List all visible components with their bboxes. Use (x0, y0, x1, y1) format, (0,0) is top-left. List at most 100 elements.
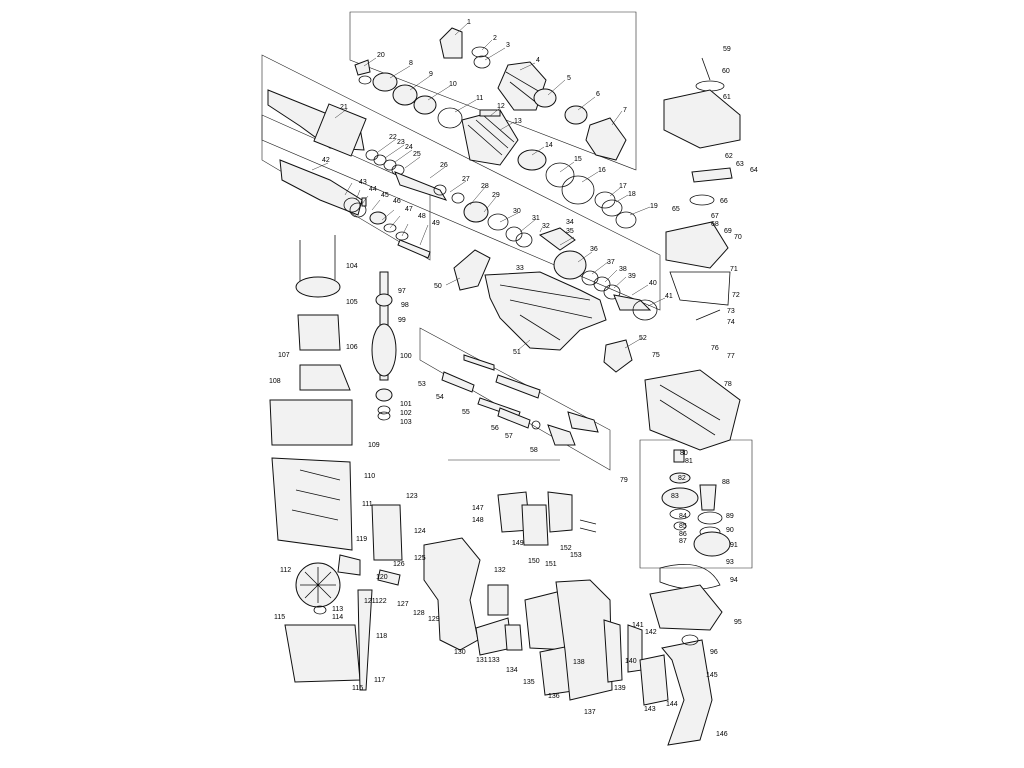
part-number-label: 140 (625, 658, 637, 665)
part-number-label: 19 (650, 203, 658, 210)
part-number-label: 99 (398, 317, 406, 324)
part-number-label: 86 (679, 531, 687, 538)
switch-parts (497, 491, 597, 546)
part-number-label: 150 (528, 558, 540, 565)
part-number-label: 28 (481, 183, 489, 190)
part-number-label: 124 (414, 528, 426, 535)
part-number-label: 35 (566, 228, 574, 235)
part-number-label: 130 (454, 649, 466, 656)
gear-parts (649, 449, 731, 646)
part-number-label: 73 (727, 308, 735, 315)
part-number-label: 3 (506, 42, 510, 49)
part-number-label: 151 (545, 561, 557, 568)
part-number-label: 66 (720, 198, 728, 205)
part-number-label: 18 (628, 191, 636, 198)
part-number-label: 139 (614, 685, 626, 692)
part-number-label: 136 (548, 693, 560, 700)
part-number-label: 111 (362, 501, 373, 508)
part-number-label: 68 (711, 221, 719, 228)
part-number-label: 117 (374, 677, 385, 684)
part-number-label: 89 (726, 513, 734, 520)
part-number-label: 60 (722, 68, 730, 75)
assembly-frames (261, 11, 753, 569)
part-number-label: 31 (532, 215, 540, 222)
part-number-label: 126 (393, 561, 405, 568)
part-number-label: 152 (560, 545, 572, 552)
part-number-label: 77 (727, 353, 735, 360)
lower-housing-parts (284, 504, 403, 691)
part-number-label: 61 (723, 94, 731, 101)
part-number-label: 121 (364, 598, 376, 605)
part-number-label: 141 (632, 622, 644, 629)
part-number-label: 69 (724, 228, 732, 235)
housing-parts (453, 249, 633, 373)
part-number-label: 49 (432, 220, 440, 227)
part-number-label: 11 (476, 95, 483, 102)
part-number-label: 79 (620, 477, 628, 484)
chuck-assembly-parts (354, 27, 637, 229)
part-number-label: 76 (711, 345, 719, 352)
part-number-label: 132 (494, 567, 506, 574)
part-number-label: 36 (590, 246, 598, 253)
part-number-label: 80 (680, 450, 688, 457)
part-number-label: 123 (406, 493, 418, 500)
part-number-label: 71 (730, 266, 738, 273)
part-number-label: 91 (730, 542, 738, 549)
part-number-label: 95 (734, 619, 742, 626)
part-number-label: 81 (685, 458, 693, 465)
part-number-label: 15 (574, 156, 582, 163)
spindle-parts (267, 89, 658, 321)
part-number-label: 48 (418, 213, 426, 220)
part-number-label: 23 (397, 139, 405, 146)
part-number-label: 82 (678, 475, 686, 482)
part-number-label: 43 (359, 179, 367, 186)
part-number-label: 120 (376, 574, 388, 581)
part-number-label: 137 (584, 709, 596, 716)
part-number-label: 116 (352, 685, 363, 692)
part-number-label: 41 (665, 293, 673, 300)
part-number-label: 112 (280, 567, 291, 574)
part-number-label: 75 (652, 352, 660, 359)
part-number-labels: 1234567891011121314151617181920212223242… (269, 19, 758, 738)
piston-parts (441, 354, 599, 446)
part-number-label: 96 (710, 649, 718, 656)
right-side-parts (644, 57, 741, 451)
part-number-label: 118 (376, 633, 387, 640)
part-number-label: 5 (567, 75, 571, 82)
part-number-label: 42 (322, 157, 330, 164)
part-number-label: 34 (566, 219, 574, 226)
part-number-label: 9 (429, 71, 433, 78)
part-number-label: 46 (393, 198, 401, 205)
part-number-label: 64 (750, 167, 758, 174)
part-number-label: 7 (623, 107, 627, 114)
part-number-label: 147 (472, 505, 484, 512)
part-number-label: 25 (413, 151, 421, 158)
part-number-label: 107 (278, 352, 290, 359)
part-number-label: 149 (512, 540, 524, 547)
part-number-label: 104 (346, 263, 358, 270)
part-number-label: 1 (467, 19, 471, 26)
part-number-label: 134 (506, 667, 518, 674)
part-number-label: 72 (732, 292, 740, 299)
part-number-label: 115 (274, 614, 285, 621)
part-number-label: 40 (649, 280, 657, 287)
part-number-label: 114 (332, 614, 343, 621)
part-number-label: 143 (644, 706, 656, 713)
part-number-label: 67 (711, 213, 719, 220)
part-number-label: 109 (368, 442, 380, 449)
part-number-label: 122 (375, 598, 387, 605)
part-number-label: 108 (269, 378, 281, 385)
part-number-label: 145 (706, 672, 718, 679)
part-number-label: 12 (497, 103, 505, 110)
part-number-label: 101 (400, 401, 412, 408)
part-number-label: 33 (516, 265, 524, 272)
part-number-label: 88 (722, 479, 730, 486)
part-number-label: 17 (619, 183, 627, 190)
part-number-label: 113 (332, 606, 343, 613)
part-number-label: 144 (666, 701, 678, 708)
part-number-label: 105 (346, 299, 358, 306)
part-number-label: 125 (414, 555, 426, 562)
part-number-label: 110 (364, 473, 375, 480)
part-number-label: 78 (724, 381, 732, 388)
